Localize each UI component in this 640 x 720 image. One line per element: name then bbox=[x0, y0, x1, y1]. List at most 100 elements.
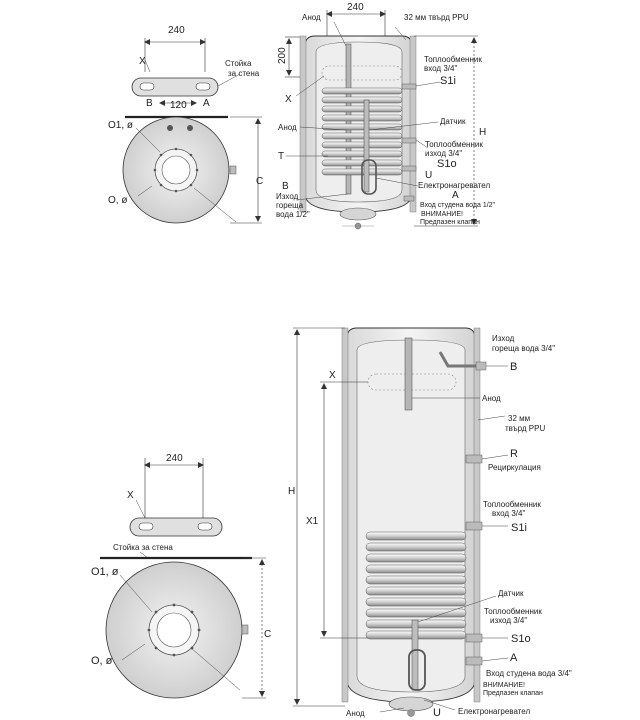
top-plan-b-label: B bbox=[146, 98, 153, 109]
bottom-a-label: A bbox=[510, 652, 518, 664]
bottom-plan-view: 240 X Стойка за стена O1, ø O, ø C bbox=[91, 453, 271, 699]
top-plan-width-label: 240 bbox=[168, 25, 185, 36]
bottom-anode-top bbox=[404, 337, 413, 411]
coil-turn bbox=[321, 150, 403, 158]
bottom-b-label: B bbox=[510, 361, 517, 373]
bottom-anode-bottom-label: Анод bbox=[346, 709, 365, 718]
top-a-label: A bbox=[452, 190, 459, 201]
top-ppu-label: 32 мм твърд PPU bbox=[404, 13, 469, 22]
bottom-h-label: H bbox=[288, 486, 295, 497]
coil-turn bbox=[365, 564, 467, 574]
coil-turn bbox=[321, 96, 403, 104]
bottom-electric-heater bbox=[408, 649, 426, 691]
top-plan-x-label: X bbox=[139, 56, 146, 67]
top-elevation-200-label: 200 bbox=[277, 47, 288, 64]
top-heater-label: Електронагревател bbox=[418, 181, 490, 190]
top-sensor-pocket bbox=[363, 99, 370, 193]
top-flange-inner bbox=[161, 155, 191, 185]
bottom-plan-stand-label: Стойка за стена bbox=[113, 543, 173, 552]
top-x-label: X bbox=[285, 94, 292, 105]
top-h-label: H bbox=[479, 127, 486, 138]
top-electric-heater bbox=[361, 159, 377, 195]
top-plan-o-label: O, ø bbox=[108, 195, 127, 206]
bottom-plan-o-label: O, ø bbox=[91, 655, 113, 667]
top-plan-stand-label-1: Стойка bbox=[225, 59, 252, 68]
bottom-elevation-view: H X1 X Изход гореща вода 3/4" B Анод 32 … bbox=[288, 327, 572, 719]
top-elevation-view: 240 200 Анод 32 мм твърд PPU bbox=[276, 2, 496, 230]
bottom-flange-inner bbox=[156, 612, 192, 648]
bottom-u-label: U bbox=[433, 707, 441, 719]
top-bottom-flange bbox=[339, 207, 377, 221]
bottom-exchanger-out-label-1: Топлообменник bbox=[484, 607, 542, 616]
coil-turn bbox=[321, 114, 403, 122]
top-cold-in-label: Вход студена вода 1/2" bbox=[420, 202, 496, 209]
coil-turn bbox=[321, 132, 403, 140]
top-exchanger-in-label-1: Топлообменник bbox=[424, 55, 482, 64]
coil-turn bbox=[365, 531, 467, 541]
bottom-bottom-flange bbox=[388, 696, 434, 712]
coil-turn bbox=[365, 575, 467, 585]
top-hot-out-label-1: Изход bbox=[276, 192, 299, 201]
bottom-exchanger-out-label-2: изход 3/4" bbox=[490, 616, 527, 625]
bottom-sensor-label: Датчик bbox=[498, 589, 524, 598]
top-warning-label-1: ВНИМАНИЕ! bbox=[421, 211, 463, 218]
top-exchanger-out-label-1: Топлообменник bbox=[425, 140, 483, 149]
top-plan-center-label: 120 bbox=[170, 100, 187, 111]
top-s1i-label: S1i bbox=[440, 75, 456, 87]
bottom-recirc-label: Рециркулация bbox=[488, 463, 541, 472]
top-connection-b bbox=[167, 125, 173, 131]
coil-turn bbox=[365, 553, 467, 563]
top-b-label: B bbox=[282, 181, 289, 192]
bottom-warning-label-1: ВНИМАНИЕ! bbox=[483, 682, 525, 689]
top-plan-o1-label: O1, ø bbox=[108, 120, 133, 131]
top-tank-fitting bbox=[229, 165, 237, 175]
bottom-cold-in-label: Вход студена вода 3/4" bbox=[486, 669, 572, 678]
top-plan-view: 240 X Стойка за стена B A 120 O1, ø O, bbox=[108, 25, 263, 224]
bottom-s1o-label: S1o bbox=[511, 633, 531, 645]
bottom-plan-x-label: X bbox=[127, 490, 134, 501]
bottom-plan-c-label: C bbox=[264, 629, 271, 640]
coil-turn bbox=[365, 597, 467, 607]
coil-turn bbox=[365, 608, 467, 618]
top-hot-out-label-3: вода 1/2" bbox=[276, 210, 310, 219]
bottom-exchanger-in-label-2: вход 3/4" bbox=[492, 509, 525, 518]
bottom-ppu-label-2: твърд PPU bbox=[505, 424, 545, 433]
bottom-r-label: R bbox=[510, 448, 518, 460]
top-bracket-slot-right bbox=[195, 82, 211, 91]
bottom-x1-label: X1 bbox=[306, 516, 319, 527]
top-s1o-label: S1o bbox=[437, 158, 457, 170]
top-plan-a-label: A bbox=[203, 98, 210, 109]
coil-turn bbox=[321, 87, 403, 95]
top-exchanger-out-label-2: изход 3/4" bbox=[425, 149, 462, 158]
coil-turn bbox=[365, 542, 467, 552]
top-plan-c-label: C bbox=[256, 176, 263, 187]
bottom-hot-out-label-2: гореща вода 3/4" bbox=[492, 344, 555, 353]
top-hot-out-label-2: гореща bbox=[276, 201, 304, 210]
top-warning-label-2: Предпазен клапан bbox=[420, 219, 480, 226]
bottom-s1i-label: S1i bbox=[511, 522, 527, 534]
top-wall-bracket bbox=[131, 77, 219, 97]
top-sensor-label: Датчик bbox=[440, 117, 466, 126]
bottom-ppu-label-1: 32 мм bbox=[508, 414, 530, 423]
top-anode-mid-label: Анод bbox=[278, 123, 297, 132]
top-connection-a bbox=[187, 125, 193, 131]
top-elevation-width-label: 240 bbox=[347, 2, 364, 13]
coil-turn bbox=[321, 141, 403, 149]
bottom-exchanger-in-label-1: Топлообменник bbox=[483, 500, 541, 509]
bottom-anode-label: Анод bbox=[482, 394, 501, 403]
coil-turn bbox=[321, 105, 403, 113]
bottom-wall-bracket bbox=[129, 517, 223, 537]
top-plan-stand-label-2: за стена bbox=[228, 69, 260, 78]
top-anode-top-label: Анод bbox=[302, 13, 321, 22]
top-t-label: T bbox=[278, 151, 284, 162]
bottom-warning-label-2: Предпазен клапан bbox=[483, 690, 543, 697]
bottom-x-label: X bbox=[329, 370, 336, 381]
top-exchanger-in-label-2: вход 3/4" bbox=[424, 64, 457, 73]
bottom-plan-width-label: 240 bbox=[166, 453, 183, 464]
top-u-label: U bbox=[425, 170, 432, 181]
coil-turn bbox=[365, 586, 467, 596]
bottom-plan-o1-label: O1, ø bbox=[91, 566, 119, 578]
bottom-hot-out-label-1: Изход bbox=[492, 334, 515, 343]
